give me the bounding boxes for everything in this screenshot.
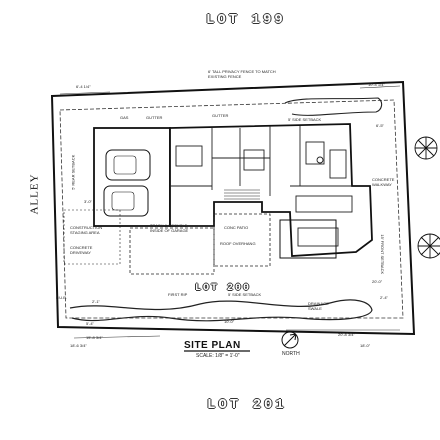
house-outline — [169, 123, 373, 257]
scale-note: SCALE: 1/8" = 1'-0" — [196, 353, 240, 359]
property-boundary — [50, 80, 416, 336]
side-setback-top: 5' SIDE SETBACK — [288, 117, 322, 122]
patio-note: CONC PATIO — [224, 225, 249, 230]
dim-right-top: 6'-5" — [376, 123, 384, 128]
north-arrow-icon — [281, 331, 299, 349]
rear-setback: 5' REAR SETBACK — [70, 154, 76, 190]
car-2 — [103, 185, 149, 217]
gutter-right: GUTTER — [212, 113, 229, 118]
dim-bottom-right: 20'-8 3/4" — [338, 332, 355, 337]
lot-199-label: LOT 199 — [206, 12, 286, 28]
overhang-note: ROOF OVERHANG — [220, 241, 256, 246]
dim-right-lower: 2'-4" — [380, 295, 388, 300]
dim-top-left: 6'-4 1/4" — [76, 84, 91, 89]
site-plan-title: SITE PLAN — [184, 340, 241, 351]
dim-bottom-far-left: 18'-6 3/4" — [70, 343, 87, 348]
first-rip: FIRST RIP — [168, 292, 188, 297]
porch-outline — [279, 219, 337, 259]
dim-bottom-left: 15'-8 3/4" — [86, 335, 103, 340]
patio-outline — [213, 213, 271, 267]
tree-icon — [414, 136, 438, 160]
gutter-left: GUTTER — [146, 115, 163, 120]
north-label: NORTH — [282, 351, 300, 357]
lot-201-label: LOT 201 — [207, 397, 287, 413]
staging-note: CONSTRUCTION STAGING AREA — [70, 225, 103, 235]
trash-note: TRASH & RECYCLE INSIDE OF GARAGE — [150, 223, 189, 233]
dim-bottom-far-right: 18'-0" — [360, 343, 371, 348]
fence-note: 6' TALL PRIVACY FENCE TO MATCH EXISTING … — [208, 69, 276, 79]
car-1 — [105, 149, 151, 181]
setback-line — [59, 99, 404, 319]
drainage-swale-line — [69, 299, 373, 322]
dim-left-lower: 2'-1" — [92, 299, 100, 304]
trash-area — [129, 227, 215, 275]
staging-area — [63, 209, 121, 265]
gas-note: GAS — [120, 115, 129, 120]
driveway-note: CONCRETE DRIVEWAY — [70, 245, 93, 255]
drainage-note: DRAINAGE SWALE — [308, 301, 329, 311]
lot-200-label: LOT 200 — [195, 283, 252, 294]
dim-top-right: 10'-4 1/4" — [368, 82, 385, 87]
concrete-walkway: CONCRETE WALKWAY — [372, 177, 395, 187]
tree-icon — [417, 233, 440, 259]
pul-note: P.U.E. — [56, 295, 68, 300]
front-setback: 15' FRONT SETBACK — [380, 234, 386, 275]
dim-lower-mid: 5'-4" — [86, 321, 94, 326]
dim-right-mid: 20'-0" — [372, 279, 383, 284]
dim-center-lower: 10'-0" — [224, 319, 235, 324]
side-setback-bottom: 5' SIDE SETBACK — [228, 292, 262, 297]
dim-left-mid: 3'-0" — [84, 199, 92, 204]
